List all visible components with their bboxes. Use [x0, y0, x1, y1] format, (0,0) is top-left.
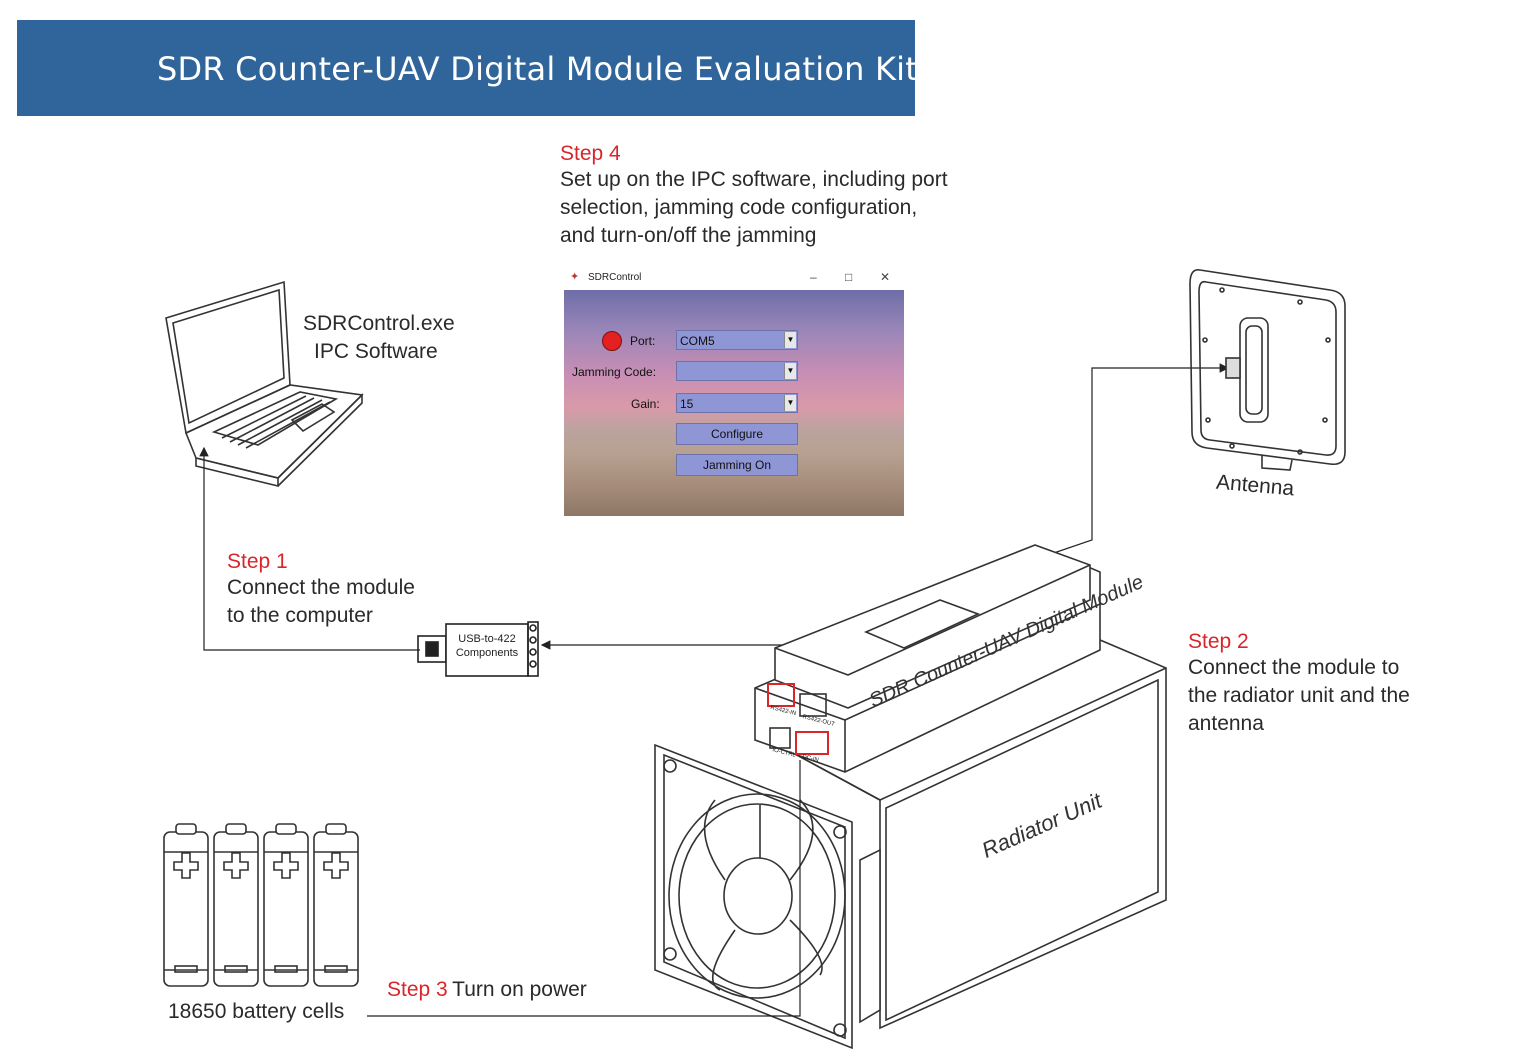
connector-power	[367, 760, 801, 1017]
chevron-down-icon[interactable]: ▼	[784, 363, 796, 379]
battery-label: 18650 battery cells	[168, 1000, 345, 1023]
step1-block: Step 1 Connect the module to the compute…	[227, 550, 415, 630]
banner-title: SDR Counter-UAV Digital Module Evaluatio…	[157, 50, 918, 88]
laptop-label-line1: SDRControl.exe	[303, 312, 455, 335]
maximize-button[interactable]: □	[845, 270, 853, 284]
step2-line3: antenna	[1188, 712, 1264, 735]
minimize-button[interactable]: –	[810, 270, 817, 284]
gain-select[interactable]: 15 ▼	[676, 393, 798, 413]
gain-select-value: 15	[680, 397, 694, 411]
step3-block: Step 3 Turn on power	[387, 976, 587, 1004]
connector-module-to-usb	[540, 640, 785, 686]
port-label: Port:	[630, 334, 656, 348]
step2-line1: Connect the module to	[1188, 656, 1400, 679]
step3-title: Step 3	[387, 978, 448, 1001]
step2-block: Step 2 Connect the module to the radiato…	[1188, 630, 1410, 738]
chevron-down-icon[interactable]: ▼	[784, 395, 796, 411]
step1-line2: to the computer	[227, 604, 373, 627]
usb-dongle-icon	[417, 621, 539, 677]
step2-title: Step 2	[1188, 630, 1249, 653]
step4-block: Step 4 Set up on the IPC software, inclu…	[560, 142, 948, 250]
usb-label: USB-to-422 Components	[448, 632, 526, 660]
step4-line3: and turn-on/off the jamming	[560, 224, 817, 247]
step1-line1: Connect the module	[227, 576, 415, 599]
step4-title: Step 4	[560, 142, 621, 165]
jamming-code-select[interactable]: ▼	[676, 361, 798, 381]
step1-title: Step 1	[227, 550, 288, 573]
step4-line1: Set up on the IPC software, including po…	[560, 168, 948, 191]
step2-line2: the radiator unit and the	[1188, 684, 1410, 707]
usb-label-line1: USB-to-422	[458, 633, 516, 645]
window-title: SDRControl	[588, 272, 642, 283]
chevron-down-icon[interactable]: ▼	[784, 332, 796, 348]
connector-module-to-antenna	[1044, 363, 1230, 557]
connector-usb-to-laptop	[199, 446, 420, 651]
jamming-on-button[interactable]: Jamming On	[676, 454, 798, 476]
usb-label-line2: Components	[455, 647, 519, 659]
laptop-icon	[165, 280, 364, 488]
antenna-icon	[1189, 268, 1346, 471]
app-logo-icon: ✦	[570, 271, 580, 283]
gain-label: Gain:	[631, 397, 660, 411]
status-led	[602, 331, 622, 351]
port-select[interactable]: COM5 ▼	[676, 330, 798, 350]
laptop-label-line2: IPC Software	[314, 340, 438, 363]
close-button[interactable]: ✕	[880, 270, 891, 284]
step4-line2: selection, jamming code configuration,	[560, 196, 918, 219]
port-select-value: COM5	[680, 334, 715, 348]
window-body: Port: COM5 ▼ Jamming Code: ▼ Gain: 15 ▼ …	[564, 290, 904, 516]
title-banner: SDR Counter-UAV Digital Module Evaluatio…	[17, 20, 918, 116]
sdrcontrol-window: ✦ SDRControl – □ ✕ Port: COM5 ▼ Jamming …	[564, 266, 904, 516]
configure-button[interactable]: Configure	[676, 423, 798, 445]
jamming-code-label: Jamming Code:	[572, 365, 657, 379]
digital-module-icon	[754, 544, 1101, 773]
window-titlebar: ✦ SDRControl – □ ✕	[564, 266, 904, 290]
fan-icon	[654, 743, 853, 1050]
step3-text: Turn on power	[452, 978, 587, 1001]
battery-cells-icon	[163, 823, 359, 987]
